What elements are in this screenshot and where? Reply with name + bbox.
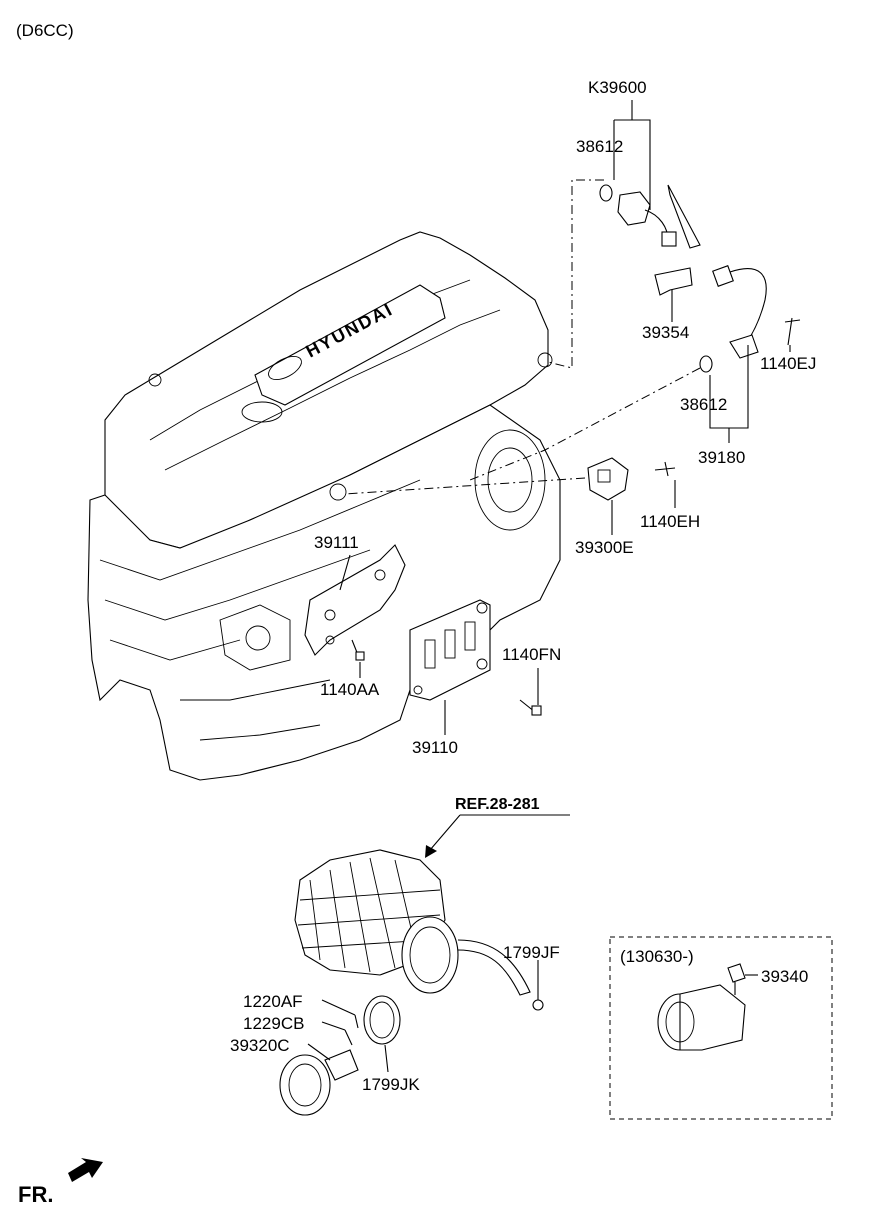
label-1220af: 1220AF: [243, 992, 303, 1011]
position-sensor: [587, 457, 676, 501]
label-39110: 39110: [412, 738, 458, 757]
leader-lines: [307, 100, 791, 1073]
front-label: FR.: [18, 1182, 53, 1207]
label-1799jf: 1799JF: [503, 943, 560, 962]
label-1799jk: 1799JK: [362, 1075, 420, 1094]
label-39320c: 39320C: [230, 1036, 290, 1055]
front-arrow-icon: [68, 1158, 103, 1182]
label-1140fn: 1140FN: [502, 645, 561, 664]
crankshaft-sensor-assembly: [699, 265, 801, 373]
label-inset-date: (130630-): [620, 947, 694, 966]
label-39354: 39354: [642, 323, 689, 342]
label-ref: REF.28-281: [455, 796, 540, 813]
dashed-link-mid: [469, 367, 701, 481]
label-39111: 39111: [314, 533, 359, 552]
dashed-link-sensor: [344, 477, 586, 495]
label-1140eh: 1140EH: [640, 512, 700, 531]
ecu-module: [409, 599, 491, 701]
label-1140aa: 1140AA: [320, 680, 380, 699]
label-1229cb: 1229CB: [243, 1014, 304, 1033]
inset-sensor: [657, 963, 746, 1051]
inset-box: [609, 936, 833, 1120]
label-1140ej: 1140EJ: [760, 354, 816, 373]
label-39180: 39180: [698, 448, 745, 467]
label-38612-mid: 38612: [680, 395, 727, 414]
dashed-link-top: [547, 179, 604, 369]
bolts: [351, 639, 542, 716]
label-38612-top: 38612: [576, 137, 623, 156]
model-code: (D6CC): [16, 21, 74, 40]
label-k39600: K39600: [588, 78, 647, 97]
label-39340: 39340: [761, 967, 808, 986]
label-39300e: 39300E: [575, 538, 634, 557]
intake-housing: [279, 849, 544, 1116]
camshaft-sensor-assembly: [599, 184, 701, 296]
ecu-bracket: [304, 544, 406, 656]
